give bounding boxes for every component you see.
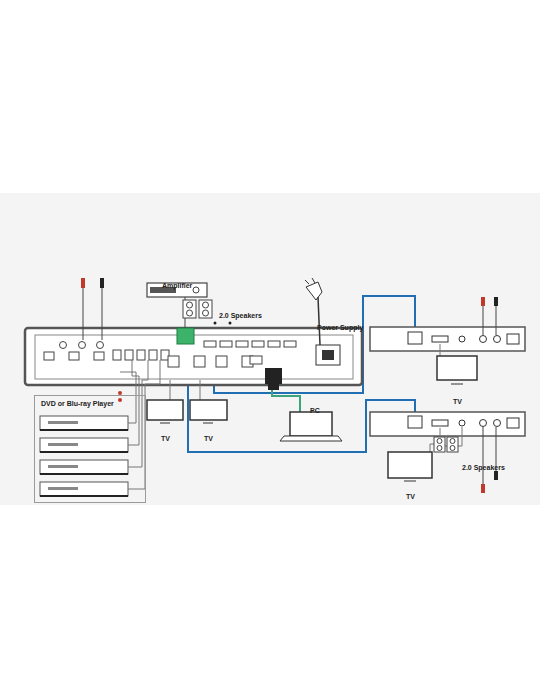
power-label: Power Supply [317, 316, 363, 334]
terminal-block [177, 328, 194, 344]
hdmi-cable [118, 360, 160, 489]
terminal [204, 341, 216, 347]
disc-tray [48, 443, 78, 446]
hdmi-port [149, 350, 157, 360]
receiver [370, 327, 525, 436]
device-name: TV [204, 435, 213, 443]
hdmi-port [137, 350, 145, 360]
rca-jack [60, 342, 67, 349]
terminal [268, 341, 280, 347]
device-name: DVD or Blu-ray Player [40, 400, 115, 408]
port [69, 352, 79, 360]
tv-label: TV [453, 390, 462, 408]
power-inlet [316, 345, 340, 365]
dvd-player [40, 416, 128, 496]
terminal [236, 341, 248, 347]
disc-tray [48, 465, 78, 468]
db9-connector [265, 368, 282, 384]
power-inlet [322, 350, 334, 360]
rca-jack [79, 342, 86, 349]
device-name: TV [161, 435, 170, 443]
device-name: TV [406, 493, 415, 501]
hdmi-port [113, 350, 121, 360]
tv-label: TV [161, 427, 170, 445]
port [94, 352, 104, 360]
player-base [40, 473, 128, 475]
device-name: 2.0 Speakers [462, 464, 505, 472]
rj45-port [194, 356, 205, 367]
amplifier [193, 287, 199, 293]
port [250, 356, 262, 364]
player-body [40, 416, 128, 430]
player-body [40, 438, 128, 452]
db9-connector [268, 384, 279, 390]
player-base [40, 429, 128, 431]
speaker-pair [434, 427, 462, 452]
rj45-port [216, 356, 227, 367]
tv-label: TV [406, 485, 415, 503]
ports [44, 341, 296, 367]
terminal [284, 341, 296, 347]
audio-plug [81, 278, 104, 340]
player-body [40, 460, 128, 474]
rca-jack [97, 342, 104, 349]
player-base [40, 451, 128, 453]
port [44, 352, 54, 360]
device-name: TV [453, 398, 462, 406]
device-name: Power Supply [317, 324, 363, 332]
pc-label: PC [310, 399, 320, 417]
power-plug [305, 278, 322, 345]
amplifier-label: Amplifier [162, 274, 192, 292]
device-name: Amplifier [162, 282, 192, 290]
disc-tray [48, 421, 78, 424]
speaker-label: 2.0 Speakers [462, 456, 505, 474]
hdmi-port [125, 350, 133, 360]
tv-icon [388, 344, 477, 481]
matrix-housing [25, 328, 362, 385]
player-body [40, 482, 128, 496]
terminal [220, 341, 232, 347]
ground [0, 193, 540, 505]
laptop-icon [280, 412, 342, 441]
tv-icon [147, 380, 227, 423]
player-group: DVD or Blu-ray Player [34, 395, 146, 503]
speaker-label: 2.0 Speakers [219, 304, 262, 322]
amplifier [147, 283, 207, 297]
device-name: 2.0 Speakers [219, 312, 262, 320]
audio-plug [481, 297, 498, 493]
tv-label: TV [204, 427, 213, 445]
player-base [40, 495, 128, 497]
disc-tray [48, 487, 78, 490]
terminal [252, 341, 264, 347]
device-name: PC [310, 407, 320, 415]
rj45-port [168, 356, 179, 367]
